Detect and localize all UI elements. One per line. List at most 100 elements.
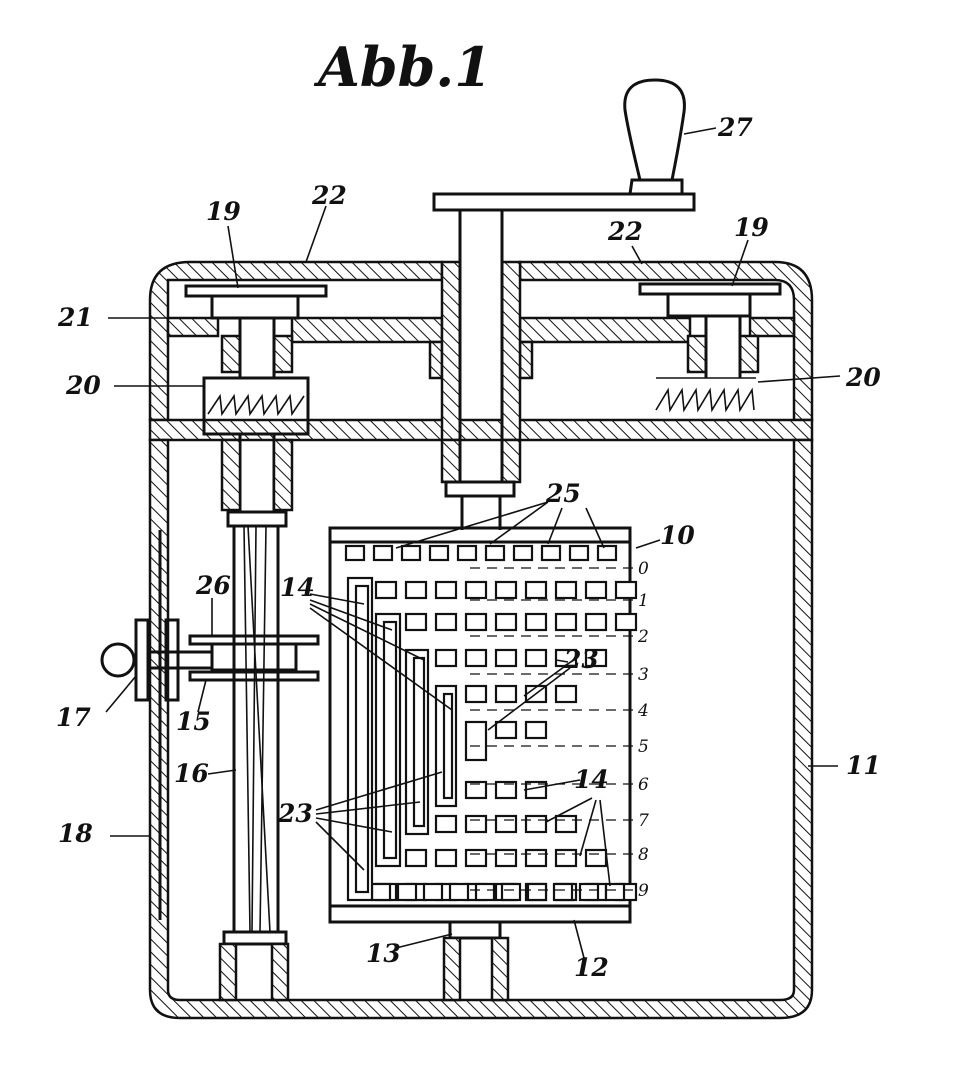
cell <box>554 814 578 834</box>
cell <box>464 780 488 800</box>
row-number: 3 <box>638 665 649 685</box>
cell <box>474 882 496 902</box>
cell <box>554 684 578 704</box>
label-20-right: 20 <box>845 363 881 392</box>
cell <box>464 612 488 632</box>
stair-bar-inner <box>382 620 398 860</box>
label-14-upper: 14 <box>280 573 315 602</box>
cell <box>524 720 548 740</box>
label-13: 13 <box>366 939 401 968</box>
label-19-left: 19 <box>206 197 241 226</box>
left-spindle <box>184 284 328 1002</box>
label-11: 11 <box>846 751 881 780</box>
row-number: 8 <box>638 845 649 865</box>
label-20-left: 20 <box>65 371 101 400</box>
cell <box>524 648 548 668</box>
cell <box>494 648 518 668</box>
reference-labels: 27 19 22 22 19 21 20 20 25 10 26 14 17 1… <box>56 113 881 982</box>
label-23-right: 23 <box>563 645 599 674</box>
cell <box>404 580 428 600</box>
cell <box>554 580 578 600</box>
cell <box>434 848 458 868</box>
cell <box>428 544 450 562</box>
cell <box>464 720 488 762</box>
cell <box>524 814 548 834</box>
label-23-left: 23 <box>277 799 313 828</box>
cell <box>554 612 578 632</box>
row-number: 0 <box>638 559 649 579</box>
cell <box>540 544 562 562</box>
stair-bar-inner <box>442 692 454 800</box>
label-16: 16 <box>174 759 209 788</box>
cell <box>494 612 518 632</box>
row-number: 6 <box>638 775 649 795</box>
cell <box>584 580 608 600</box>
label-10: 10 <box>660 521 695 550</box>
crank-mechanism <box>432 78 696 530</box>
lower-housing <box>148 438 814 1020</box>
cell <box>500 882 522 902</box>
cell <box>370 882 392 902</box>
cell <box>404 612 428 632</box>
cell <box>404 848 428 868</box>
cell <box>400 544 422 562</box>
cell <box>552 882 574 902</box>
cell <box>578 882 600 902</box>
upper-partition <box>166 316 796 380</box>
cell <box>494 720 518 740</box>
cell <box>524 848 548 868</box>
cell <box>494 848 518 868</box>
cell <box>434 580 458 600</box>
cell <box>344 544 366 562</box>
label-27: 27 <box>717 113 753 142</box>
cell <box>464 648 488 668</box>
cell <box>596 544 618 562</box>
label-18: 18 <box>58 819 93 848</box>
label-26: 26 <box>195 571 231 600</box>
cell <box>374 580 398 600</box>
row-number: 9 <box>638 881 649 901</box>
stair-bar-inner <box>354 584 370 894</box>
cell <box>568 544 590 562</box>
cell <box>484 544 506 562</box>
label-17: 17 <box>56 703 91 732</box>
cell <box>456 544 478 562</box>
cell <box>448 882 470 902</box>
row-number: 4 <box>637 701 649 721</box>
cell <box>434 648 458 668</box>
label-12: 12 <box>574 953 609 982</box>
cell <box>614 612 638 632</box>
cell <box>512 544 534 562</box>
leader-lines <box>105 127 841 959</box>
label-14-lower: 14 <box>574 765 609 794</box>
cell <box>494 780 518 800</box>
cell <box>464 814 488 834</box>
cell <box>464 848 488 868</box>
cell <box>422 882 444 902</box>
cell <box>584 612 608 632</box>
cell <box>494 814 518 834</box>
cell <box>524 612 548 632</box>
right-spindle <box>638 282 782 413</box>
label-19-right: 19 <box>734 213 769 242</box>
cell <box>464 684 488 704</box>
cell <box>396 882 418 902</box>
figure-title: Abb.1 <box>313 35 492 99</box>
cell <box>604 882 626 902</box>
cell <box>554 848 578 868</box>
cell <box>614 580 638 600</box>
label-25: 25 <box>545 479 581 508</box>
label-22-left: 22 <box>311 181 347 210</box>
row-number: 5 <box>638 737 649 757</box>
cell <box>584 648 608 668</box>
cell <box>524 580 548 600</box>
cell-grid <box>344 544 638 902</box>
label-15: 15 <box>176 707 211 736</box>
row-number: 2 <box>637 627 649 647</box>
drum <box>328 526 640 1002</box>
row-number: 1 <box>638 591 649 611</box>
cell <box>434 612 458 632</box>
knob-assembly <box>100 618 212 702</box>
